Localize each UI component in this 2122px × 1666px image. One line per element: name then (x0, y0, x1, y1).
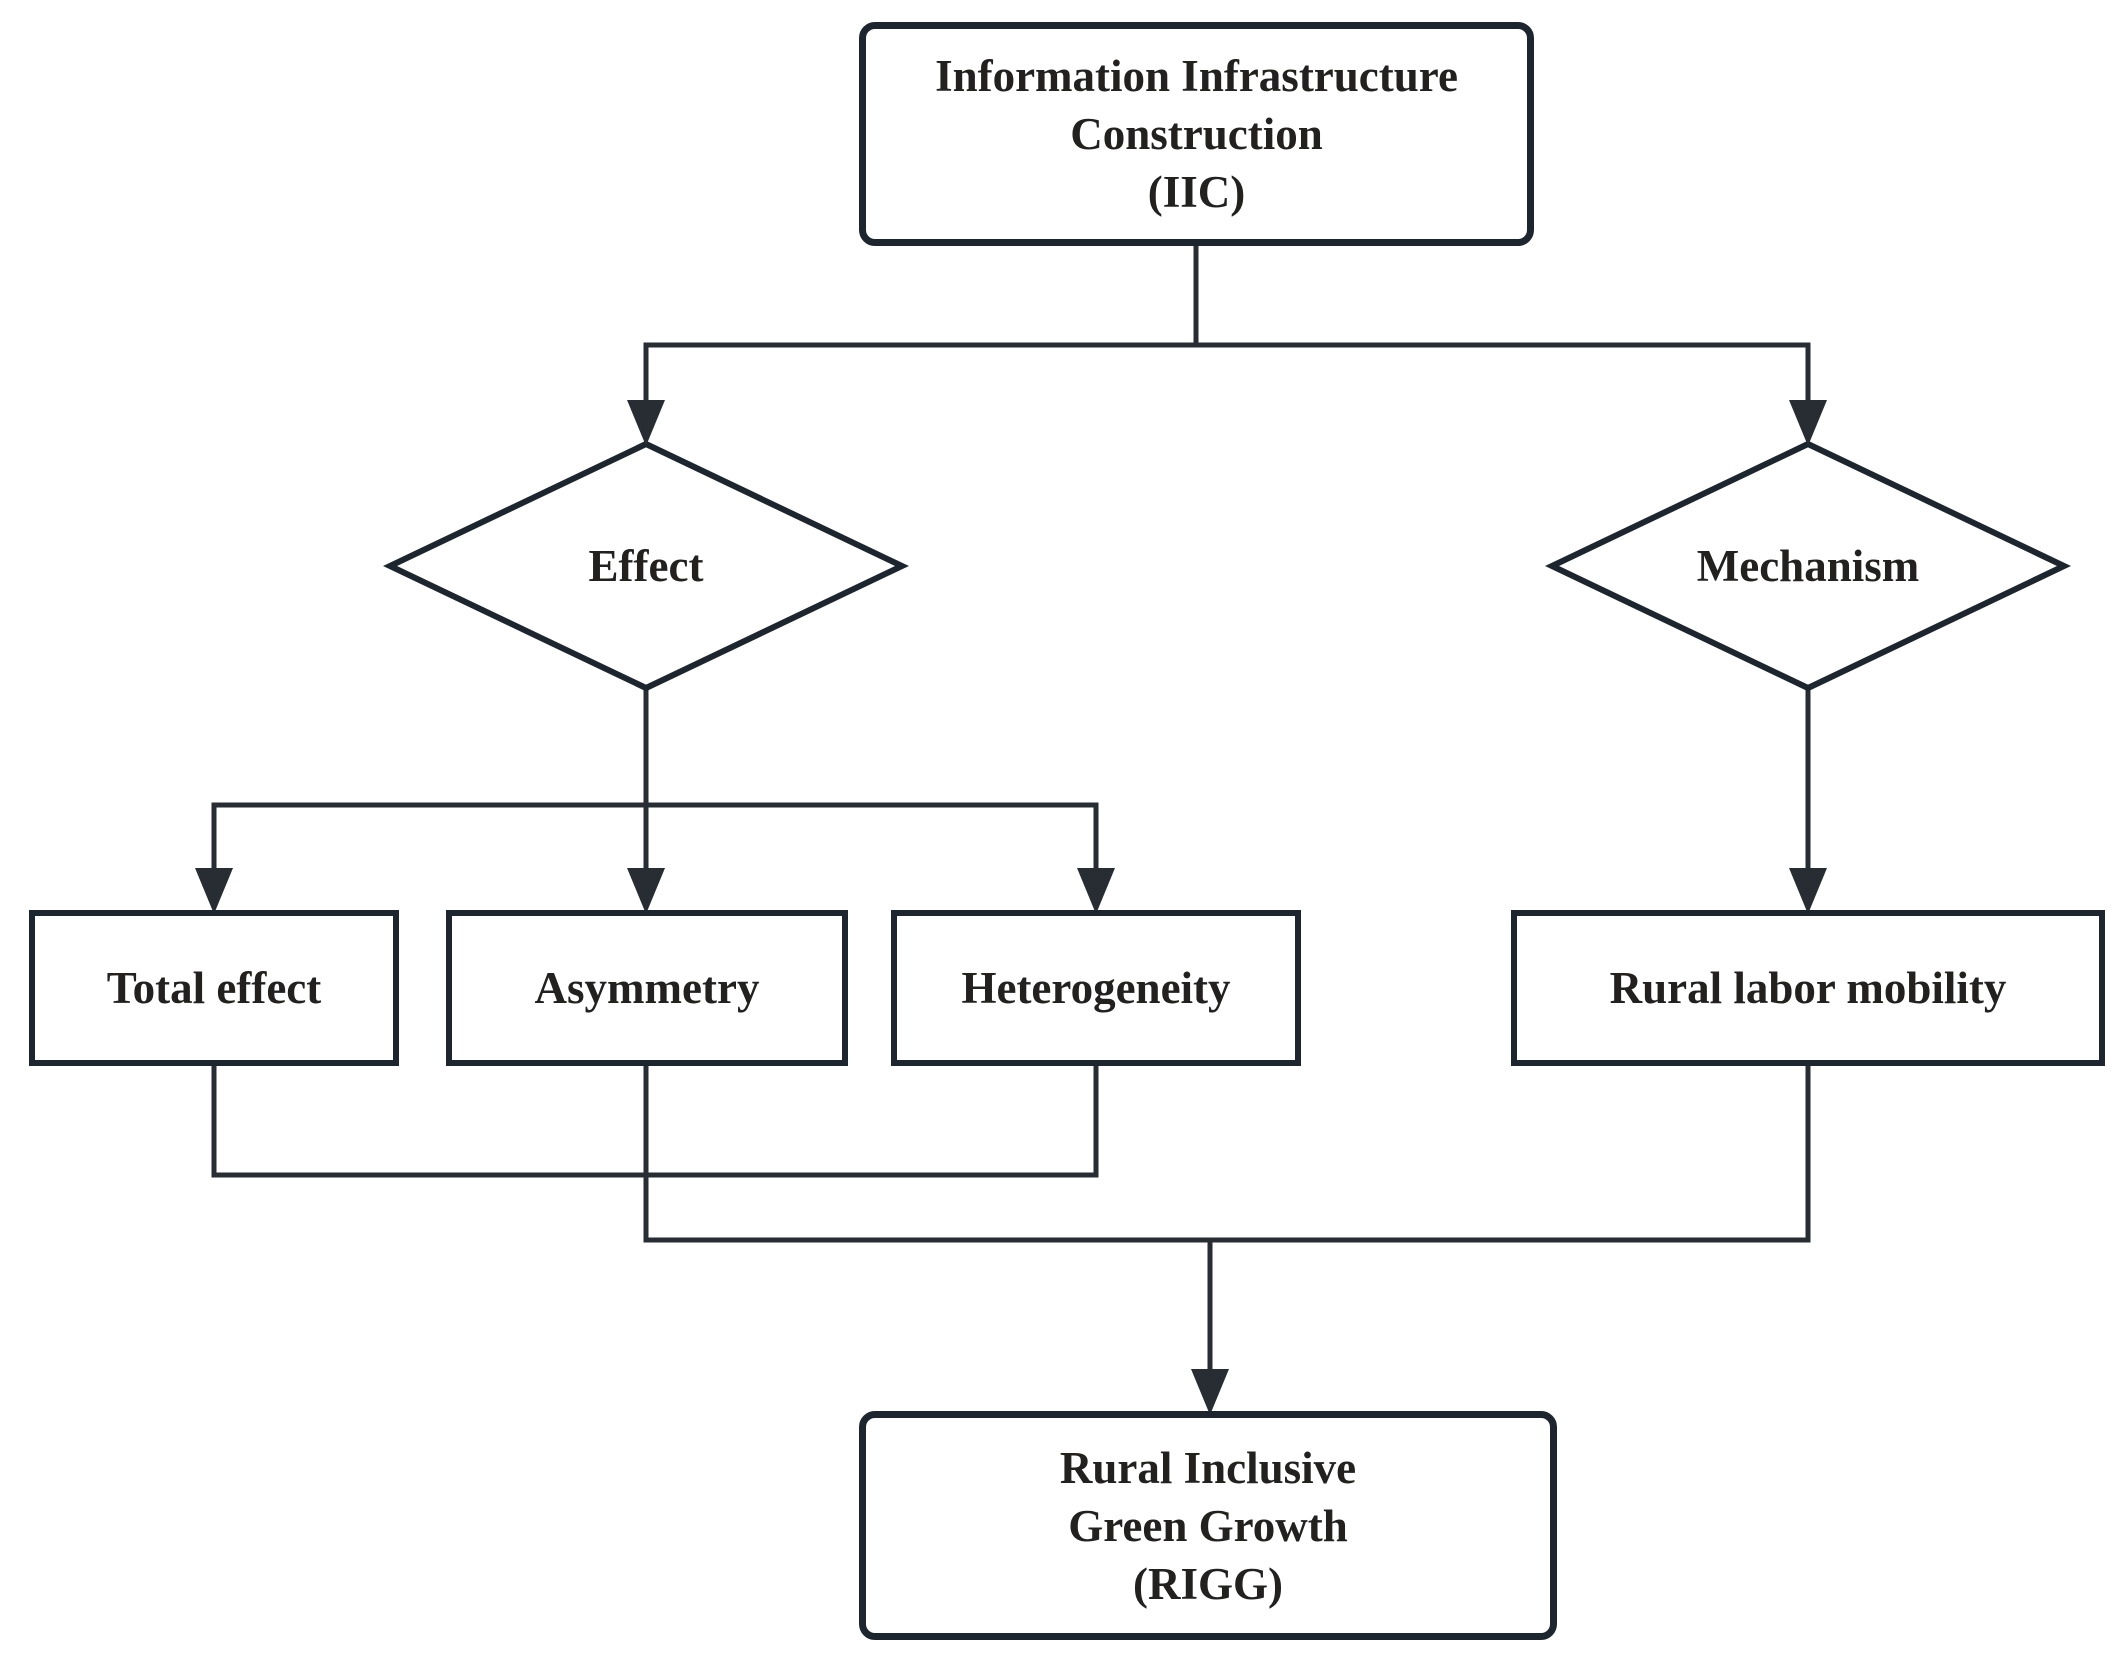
node-iic-line-1: Information Infrastructure (935, 51, 1458, 101)
node-effect-label: Effect (588, 541, 704, 591)
node-rigg-line-3: (RIGG) (1133, 1558, 1283, 1609)
node-heterogeneity: Heterogeneity (891, 910, 1301, 1066)
node-mechanism-label: Mechanism (1696, 541, 1920, 591)
node-total-effect-label: Total effect (106, 963, 322, 1013)
node-rigg-line-1: Rural Inclusive (1059, 1442, 1357, 1493)
node-iic-line-2: Construction (1070, 109, 1323, 159)
node-effect-diamond-shape (383, 440, 909, 692)
arrow-head-icon (627, 868, 665, 914)
node-total-effect: Total effect (29, 910, 399, 1066)
node-heterogeneity-label: Heterogeneity (961, 963, 1231, 1013)
node-mechanism-diamond-shape (1545, 440, 2071, 692)
node-rigg-line-2: Green Growth (1068, 1500, 1348, 1551)
node-asymmetry: Asymmetry (446, 910, 848, 1066)
node-rural-labor-mobility: Rural labor mobility (1511, 910, 2105, 1066)
arrow-head-icon (1191, 1369, 1229, 1415)
arrow-head-icon (1789, 400, 1827, 446)
node-rural-labor-mobility-label: Rural labor mobility (1609, 963, 2007, 1013)
arrow-head-icon (1077, 868, 1115, 914)
node-rigg: Rural Inclusive Green Growth (RIGG) (859, 1411, 1557, 1640)
edge-effect-fanout (211, 684, 1099, 872)
node-iic: Information Infrastructure Construction … (859, 22, 1534, 246)
arrow-head-icon (627, 400, 665, 446)
arrow-head-icon (195, 868, 233, 914)
node-asymmetry-label: Asymmetry (534, 963, 760, 1013)
node-iic-line-3: (IIC) (1147, 167, 1246, 217)
edge-merge-to-rigg (211, 1061, 1811, 1372)
arrow-head-icon (1789, 868, 1827, 914)
edge-iic-branch (643, 241, 1811, 404)
